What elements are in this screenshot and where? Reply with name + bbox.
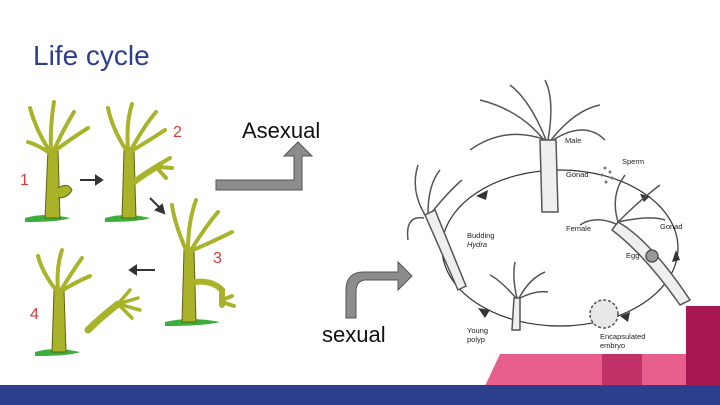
hydra-stage-4: [35, 248, 142, 356]
slide-title: Life cycle: [33, 40, 150, 71]
encapsulated-embryo: [589, 299, 619, 329]
label-budding-1: Budding: [467, 231, 495, 240]
asexual-arrow: [215, 141, 314, 191]
label-young-1: Young: [467, 326, 488, 335]
sperm-dots: [600, 166, 614, 184]
hydra-stage-1: [25, 100, 90, 222]
male-hydra: [469, 79, 606, 213]
hydra-stage-2: [105, 102, 174, 222]
step-number-4: 4: [30, 306, 39, 323]
budding-hydra: [406, 164, 467, 292]
label-encapsulated-1: Encapsulated: [600, 332, 645, 341]
label-young-2: polyp: [467, 335, 485, 344]
cycle-arrowheads: [476, 190, 680, 322]
hydra-stage-3: [165, 198, 236, 326]
label-gonad-top: Gonad: [566, 170, 589, 179]
budding-arrows: [80, 174, 166, 276]
step-number-3: 3: [213, 250, 222, 267]
step-number-1: 1: [20, 172, 29, 189]
asexual-label: Asexual: [242, 118, 321, 143]
label-gonad-right: Gonad: [660, 222, 683, 231]
label-egg: Egg: [626, 251, 639, 260]
sexual-label: sexual: [322, 322, 386, 347]
label-male: Male: [565, 136, 581, 145]
young-polyp: [489, 261, 549, 331]
label-encapsulated-2: embryo: [600, 341, 625, 350]
step-number-2: 2: [173, 124, 182, 141]
label-budding-2: Hydra: [467, 240, 487, 249]
female-hydra: [579, 174, 692, 306]
footer-bar: [0, 385, 720, 405]
label-sperm: Sperm: [622, 157, 644, 166]
sexual-arrow: [345, 260, 413, 319]
label-female: Female: [566, 224, 591, 233]
